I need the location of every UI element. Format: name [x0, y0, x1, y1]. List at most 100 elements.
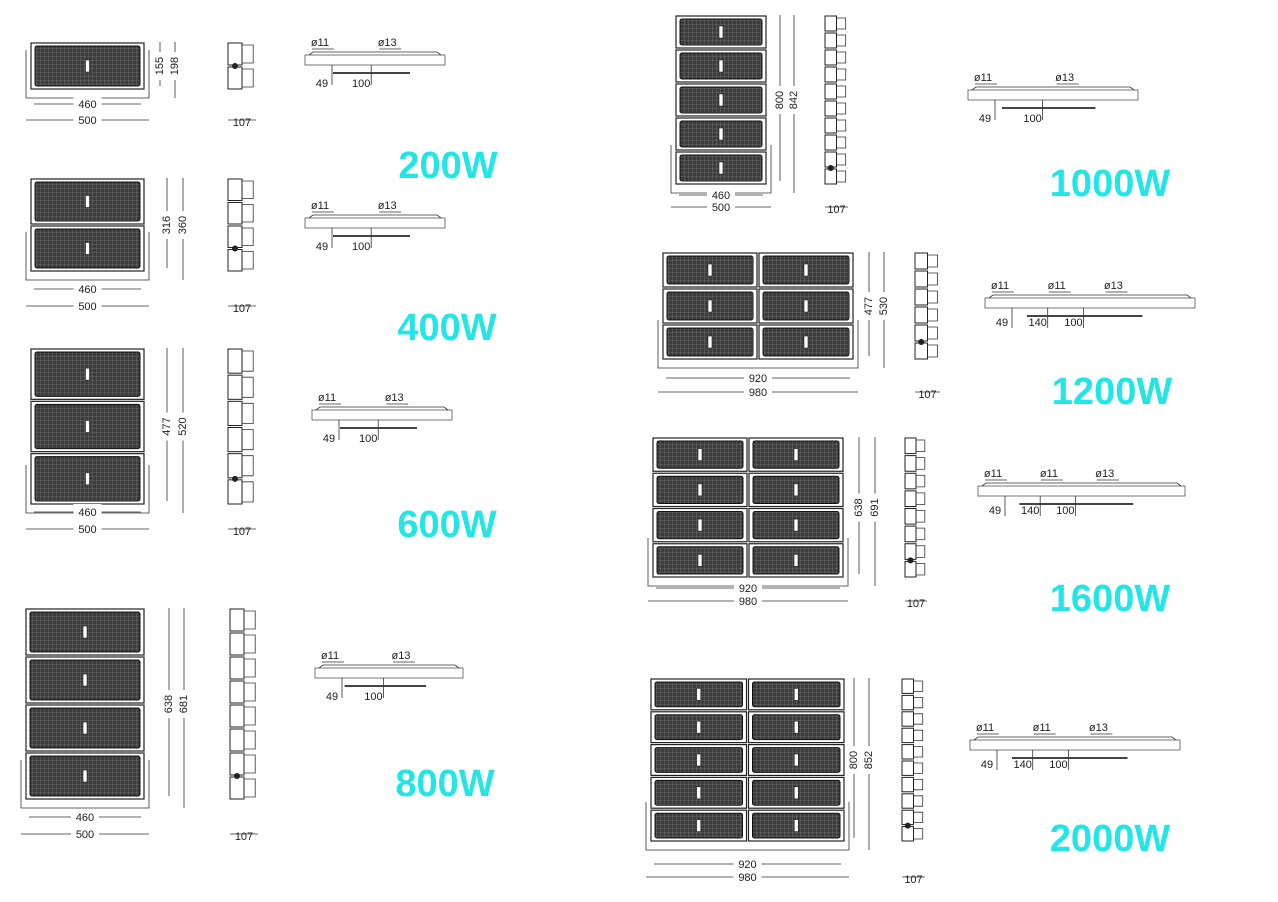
section-dimension: 100: [1064, 317, 1082, 329]
side-view: 107: [227, 42, 256, 129]
mounting-bracket: [645, 802, 850, 851]
height-inner-dimension: 477: [863, 297, 875, 315]
section-dimension: 49: [996, 317, 1008, 329]
depth-dimension: 107: [918, 389, 936, 401]
hole-diameter-label: ø11: [974, 72, 992, 84]
width-inner-dimension: 460: [76, 812, 94, 824]
hole-diameter-label: ø11: [984, 468, 1002, 480]
section-dimension: 100: [364, 691, 382, 703]
height-outer-dimension: 360: [177, 216, 189, 234]
section-dimension: 49: [316, 241, 328, 253]
width-inner-dimension: 460: [78, 99, 96, 111]
section-dimension: 49: [323, 433, 335, 445]
section-dimension: 49: [316, 78, 328, 90]
pivot-icon: [232, 245, 238, 252]
height-outer-dimension: 681: [178, 695, 190, 713]
power-label: 2000W: [1050, 818, 1171, 860]
depth-dimension: 107: [904, 874, 922, 886]
mounting-bracket: [25, 232, 150, 281]
hole-diameter-label: ø11: [991, 280, 1009, 292]
hole-diameter-label: ø11: [976, 722, 994, 734]
power-label: 1000W: [1050, 163, 1171, 205]
section-dimension: 100: [352, 241, 370, 253]
pivot-icon: [904, 822, 911, 829]
height-outer-dimension: 852: [863, 751, 875, 769]
hole-diameter-label: ø13: [1089, 722, 1108, 734]
hole-diameter-label: ø13: [1055, 72, 1074, 84]
section-dimension: 49: [989, 505, 1001, 517]
section-dimension: 100: [352, 78, 370, 90]
section-dimension: 140: [1029, 317, 1047, 329]
width-outer-dimension: 980: [738, 872, 756, 884]
side-view: 107: [227, 178, 256, 315]
hole-diameter-label: ø11: [1033, 722, 1051, 734]
hole-diameter-label: ø11: [1048, 280, 1066, 292]
width-inner-dimension: 920: [739, 583, 757, 595]
pivot-icon: [907, 557, 914, 564]
power-label: 200W: [398, 145, 497, 187]
height-outer-dimension: 842: [788, 91, 800, 109]
height-inner-dimension: 800: [848, 751, 860, 769]
width-inner-dimension: 920: [738, 859, 756, 871]
pivot-icon: [232, 63, 238, 69]
depth-dimension: 107: [233, 303, 251, 315]
hole-diameter-label: ø13: [378, 37, 397, 49]
width-inner-dimension: 460: [78, 284, 96, 296]
hole-diameter-label: ø13: [1104, 280, 1123, 292]
width-outer-dimension: 500: [78, 524, 96, 536]
width-outer-dimension: 500: [78, 301, 96, 313]
hole-diameter-label: ø11: [318, 392, 336, 404]
height-inner-dimension: 316: [161, 216, 173, 234]
power-label: 800W: [395, 763, 494, 805]
hole-diameter-label: ø11: [321, 650, 339, 662]
section-dimension: 140: [1021, 505, 1039, 517]
width-outer-dimension: 980: [749, 387, 767, 399]
mounting-bracket: [20, 760, 150, 809]
section-dimension: 49: [981, 759, 993, 771]
height-outer-dimension: 691: [869, 498, 881, 516]
side-view: 107: [904, 437, 927, 610]
width-inner-dimension: 460: [78, 507, 96, 519]
depth-dimension: 107: [827, 204, 845, 216]
depth-dimension: 107: [907, 598, 925, 610]
height-outer-dimension: 198: [169, 57, 181, 75]
height-outer-dimension: 530: [878, 297, 890, 315]
hole-diameter-label: ø13: [385, 392, 404, 404]
height-inner-dimension: 638: [853, 498, 865, 516]
depth-dimension: 107: [233, 526, 251, 538]
side-view: 107: [901, 678, 925, 886]
hole-diameter-label: ø11: [311, 200, 329, 212]
width-outer-dimension: 980: [739, 596, 757, 608]
mounting-bracket: [657, 320, 859, 369]
section-dimension: 140: [1014, 759, 1032, 771]
height-inner-dimension: 638: [163, 695, 175, 713]
hole-diameter-label: ø11: [311, 37, 329, 49]
section-dimension: 49: [326, 691, 338, 703]
side-view: 107: [227, 348, 256, 538]
side-view: 107: [914, 252, 940, 401]
pivot-icon: [234, 773, 240, 779]
side-view: 107: [824, 15, 848, 216]
section-view: ø11 ø11 ø13 49 140 100: [984, 280, 1196, 329]
width-inner-dimension: 460: [712, 190, 730, 202]
width-outer-dimension: 500: [78, 115, 96, 127]
width-outer-dimension: 500: [712, 202, 730, 214]
